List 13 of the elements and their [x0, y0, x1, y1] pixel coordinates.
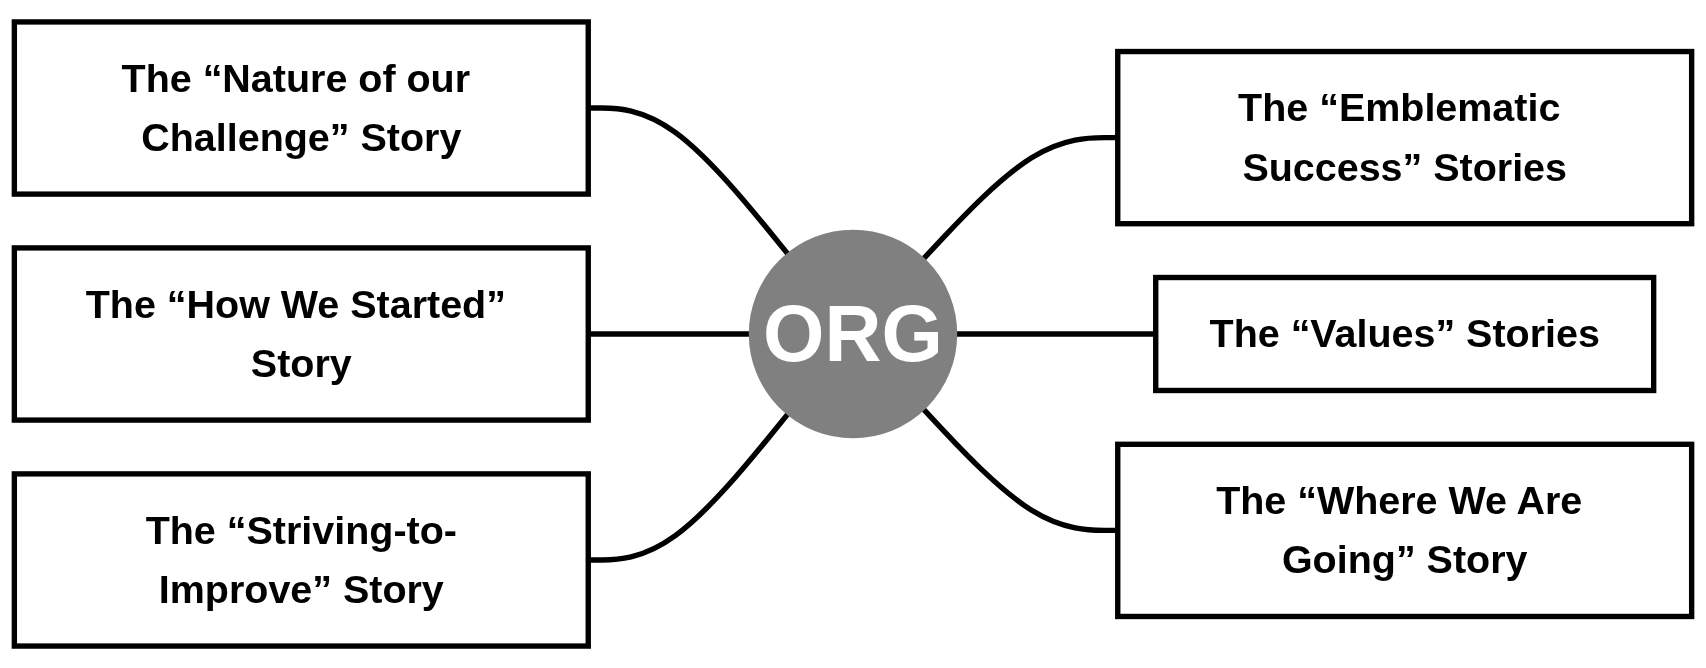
node-box: The “Striving-to-Improve” Story [11, 471, 591, 649]
connector [921, 407, 1118, 534]
connector [956, 331, 1156, 337]
connector [588, 105, 790, 256]
connector [588, 331, 750, 337]
node-box: The “Values” Stories [1153, 274, 1657, 394]
node-box: The “Emblematic Success” Stories [1115, 48, 1695, 227]
node-box: The “Where We Are Going” Story [1115, 441, 1695, 620]
connector [588, 412, 790, 563]
node-box: The “How We Started” Story [11, 245, 591, 423]
node-circle: ORG [748, 229, 958, 439]
node-box: The “Nature of our Challenge” Story [11, 19, 591, 197]
connector [921, 134, 1118, 261]
